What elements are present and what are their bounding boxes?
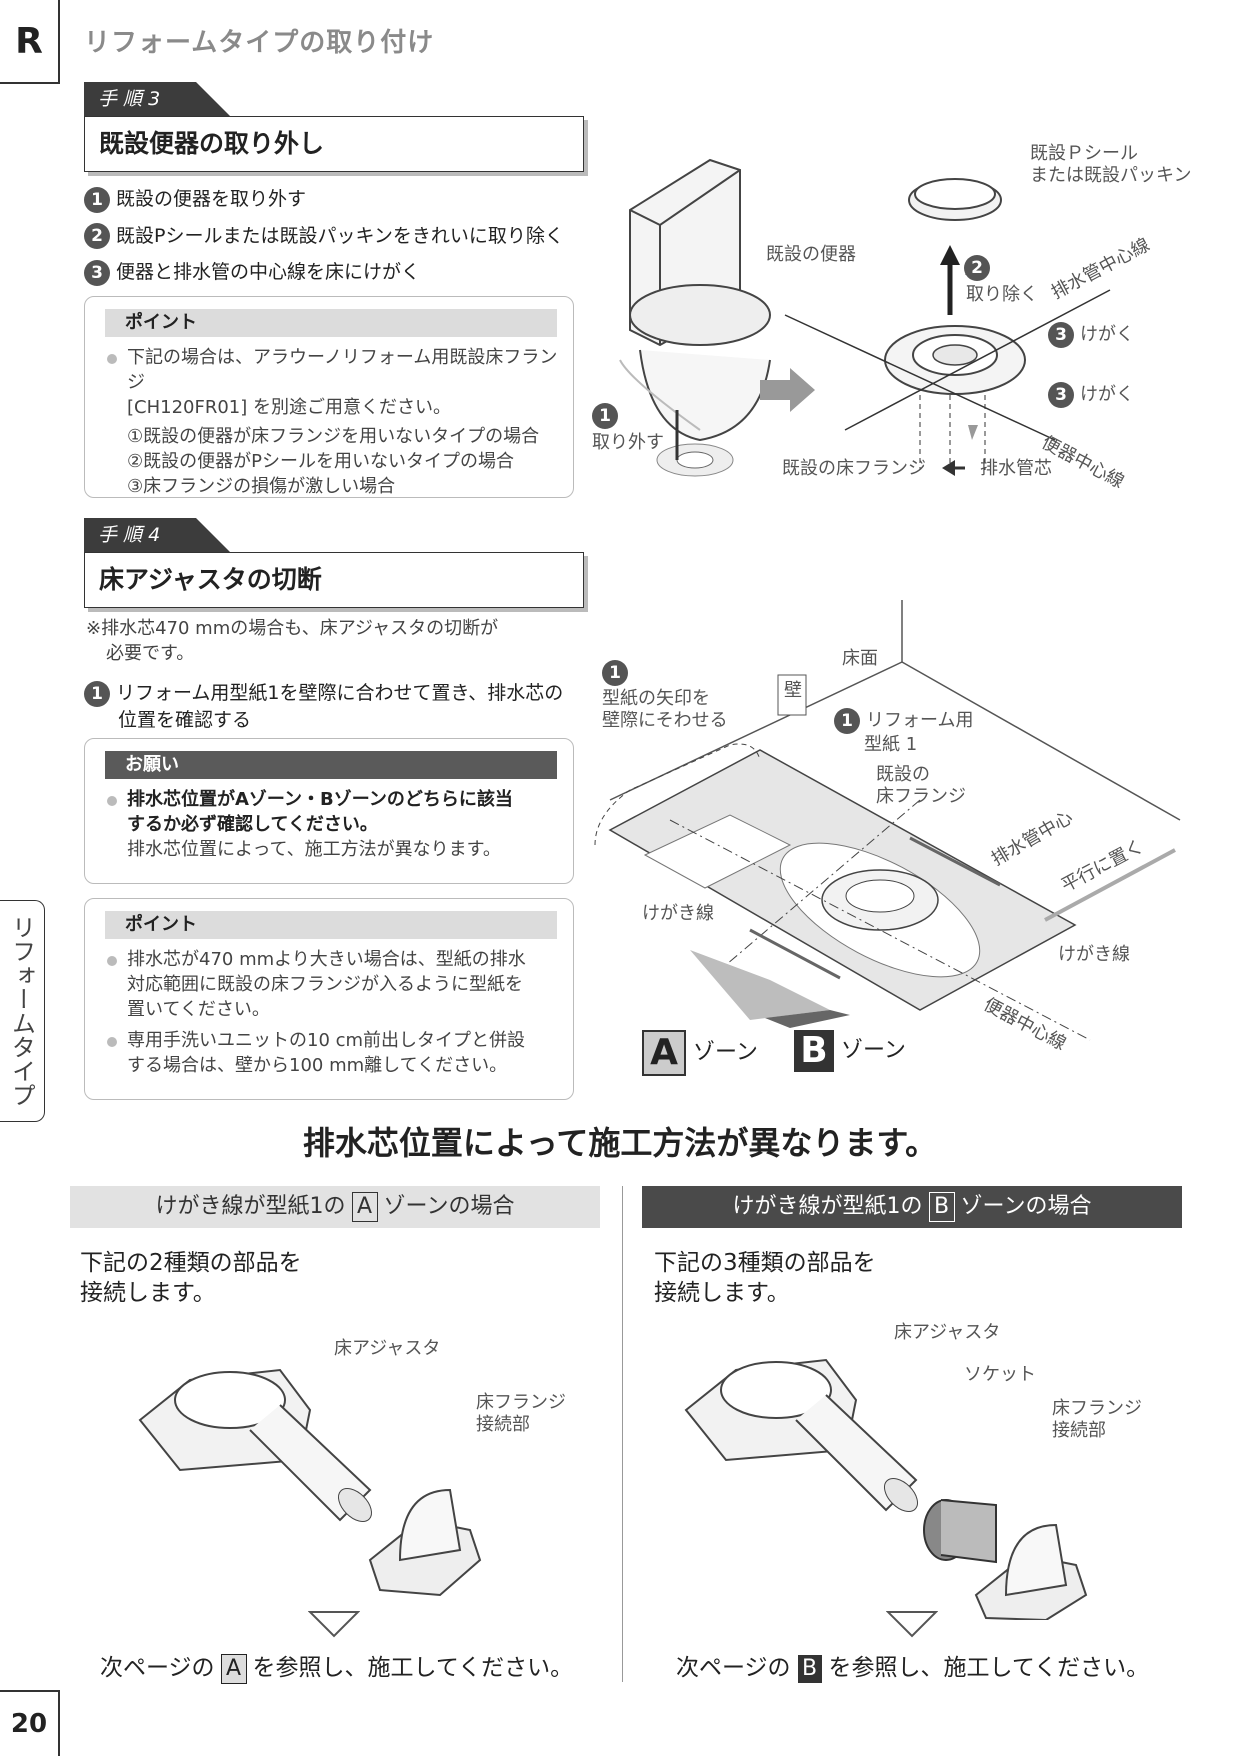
label-scribe-right: けがき線 xyxy=(1058,944,1130,965)
label-flange-b: 床フランジ接続部 xyxy=(1052,1398,1142,1441)
down-triangle-a xyxy=(308,1611,360,1638)
point-label: ポイント xyxy=(105,911,557,939)
zone-b-desc: 下記の3種類の部品を接続します。 xyxy=(654,1250,876,1306)
zone-a-parts xyxy=(138,1368,482,1597)
label-drain-pipe: 排水管芯 xyxy=(980,458,1052,479)
step4-illustration xyxy=(594,600,1181,1041)
request-label: お願い xyxy=(105,751,557,779)
step4-point-box: ポイント 排水芯が470 mmより大きい場合は、型紙の排水 対応範囲に既設の床フ… xyxy=(84,898,574,1100)
label-remove: 取り外す xyxy=(592,432,664,453)
step4-title: 床アジャスタの切断 xyxy=(84,552,584,608)
label-fig-num-1: 1 xyxy=(602,660,634,686)
point-bullet: 下記の場合は、アラウーノリフォーム用既設床フランジ [CH120FR01] を別… xyxy=(85,345,573,420)
point-bullet-2: 専用手洗いユニットの10 cm前出しタイプと併設 する場合は、壁から100 mm… xyxy=(85,1028,573,1078)
label-adjuster-a: 床アジャスタ xyxy=(334,1338,441,1359)
point-sublist: ①既設の便器が床フランジを用いないタイプの場合 ②既設の便器がPシールを用いない… xyxy=(127,426,540,497)
step3-title: 既設便器の取り外し xyxy=(84,116,584,172)
label-flange-a: 床フランジ接続部 xyxy=(476,1392,566,1435)
step3-illustration xyxy=(619,158,1111,477)
main-heading: 排水芯位置によって施工方法が異なります。 xyxy=(302,1124,938,1162)
column-divider xyxy=(622,1186,623,1682)
section-letter-tab: R xyxy=(0,0,60,84)
label-existing-flange: 既設の床フランジ xyxy=(876,764,966,807)
label-zone-b: B ゾーン xyxy=(794,1030,906,1072)
label-remove-num: 1 xyxy=(592,403,624,429)
step3-point-box: ポイント 下記の場合は、アラウーノリフォーム用既設床フランジ [CH120FR0… xyxy=(84,296,574,498)
label-zone-a: A ゾーン xyxy=(642,1030,758,1076)
label-adjuster-b: 床アジャスタ xyxy=(894,1322,1001,1343)
down-triangle-b xyxy=(886,1611,938,1638)
step3-tag: 手 順 3 xyxy=(84,82,230,116)
step4-request-box: お願い 排水芯位置がAゾーン・Bゾーンのどちらに該当 するか必ず確認してください… xyxy=(84,738,574,884)
label-floor-flange: 既設の床フランジ xyxy=(782,458,926,479)
label-wall: 壁 xyxy=(784,680,802,701)
request-note: 排水芯位置によって、施工方法が異なります。 xyxy=(127,839,501,860)
label-floor: 床面 xyxy=(842,648,878,669)
label-pseal: 既設Ｐシールまたは既設パッキン xyxy=(1030,143,1192,186)
point-label: ポイント xyxy=(105,309,557,337)
label-align-arrow: 型紙の矢印を壁際にそわせる xyxy=(602,688,728,731)
process-arrow xyxy=(760,368,815,412)
side-tab-reform-type: リフォームタイプ xyxy=(0,900,45,1122)
step4-tag: 手 順 4 xyxy=(84,518,230,552)
point-bullet-1: 排水芯が470 mmより大きい場合は、型紙の排水 対応範囲に既設の床フランジが入… xyxy=(85,947,573,1022)
label-scribe-left: けがき線 xyxy=(642,903,714,924)
zone-a-desc: 下記の2種類の部品を接続します。 xyxy=(80,1250,302,1306)
zone-b-parts xyxy=(684,1358,1088,1620)
label-take-out: 取り除く xyxy=(966,284,1038,305)
label-take-num: 2 xyxy=(964,255,996,281)
request-bullet: 排水芯位置がAゾーン・Bゾーンのどちらに該当 するか必ず確認してください。 xyxy=(85,787,573,837)
label-existing-toilet: 既設の便器 xyxy=(766,244,856,265)
step4-note: ※排水芯470 mmの場合も、床アジャスタの切断が 必要です。 xyxy=(86,618,499,664)
label-socket: ソケット xyxy=(964,1364,1036,1385)
page-title: リフォームタイプの取り付け xyxy=(84,28,435,58)
page-number: 20 xyxy=(0,1690,60,1756)
